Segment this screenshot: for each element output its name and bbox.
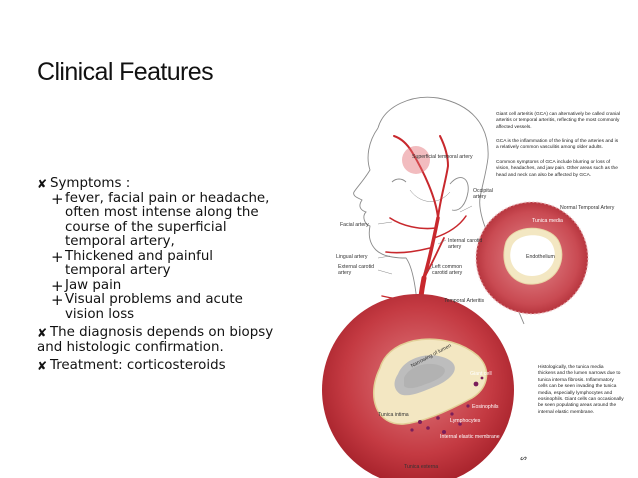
arteritis-section [322, 294, 514, 478]
paragraph-gca-symptoms: Common symptoms of GCA include blurring … [496, 160, 636, 179]
slide-title: Clinical Features [37, 58, 214, 86]
sub-bullet-line: Visual problems and acute [65, 292, 243, 307]
label-line: artery [473, 194, 487, 200]
paragraph-histology: Histologically, the tunica media thicken… [538, 365, 638, 416]
plus-marker-icon: + [51, 276, 64, 295]
paragraph-line: thickens and the lumen narrows due to [538, 371, 621, 377]
paragraph-line: Histologically, the tunica media [538, 365, 604, 370]
sub-bullet-fever: + fever, facial pain or headache, often … [37, 189, 307, 250]
label-tunica-media: Tunica media [532, 218, 563, 224]
label-occipital-artery: Occipital artery [473, 188, 493, 200]
paragraph-line: eosinophils. Giant cells can occasionall… [538, 397, 624, 403]
bullet-text: Symptoms : [50, 176, 131, 191]
paragraph-line: a relatively common vasculitis among old… [496, 145, 603, 151]
sub-bullet-line: often most intense along the [65, 205, 259, 220]
sub-bullet-line: temporal artery, [65, 234, 175, 249]
label-line: artery [448, 244, 462, 250]
paragraph-line: head and neck can also be affected by GC… [496, 172, 592, 178]
sub-bullet-line: temporal artery [65, 263, 171, 278]
label-internal-carotid: Internal carotid artery [448, 238, 482, 250]
sub-bullet-line: fever, facial pain or headache, [65, 190, 270, 206]
sub-bullet-thickened: + Thickened and painful temporal artery [37, 247, 307, 279]
label-left-common-carotid: Left common carotid artery [432, 264, 462, 276]
artist-signature: ᔕ [520, 455, 527, 462]
paragraph-line: affected vessels. [496, 124, 532, 130]
cross-marker-icon: ✘ [37, 359, 48, 373]
label-line: Occipital [473, 188, 493, 194]
label-internal-elastic-membrane: Internal elastic membrane [440, 434, 500, 440]
label-eosinophils: Eosinophils [472, 404, 499, 410]
label-lymphocytes: Lymphocytes [450, 418, 481, 424]
label-superficial-temporal-artery: Superficial temporal artery [412, 154, 473, 160]
bullet-symptoms: ✘ Symptoms : [37, 176, 307, 192]
sub-bullet-line: Jaw pain [65, 277, 122, 293]
paragraph-line: tunica interna fibrosis. Inflammatory [538, 377, 614, 383]
paragraph-line: media, especially lymphocytes and [538, 390, 613, 396]
label-lingual-artery: Lingual artery [336, 254, 368, 260]
label-temporal-arteritis: Temporal Arteritis [444, 298, 485, 304]
bullet-treatment: ✘ Treatment: corticosteroids [37, 358, 307, 374]
label-line: artery [338, 270, 352, 276]
bullet-text: Treatment: corticosteroids [50, 358, 226, 373]
bullet-continuation: and histologic confirmation. [37, 339, 224, 355]
paragraph-line: cells can be seen invading the tunica [538, 384, 617, 390]
label-line: carotid artery [432, 270, 463, 276]
sub-bullet-line: Thickened and painful [65, 248, 214, 264]
cross-marker-icon: ✘ [37, 177, 48, 191]
label-external-carotid: External carotid artery [338, 264, 374, 276]
label-tunica-externa: Tunica externa [404, 464, 439, 470]
normal-artery-section [475, 201, 589, 315]
inflammatory-cells [410, 376, 484, 434]
paragraph-line: Giant cell arteritis (GCA) can alternati… [496, 112, 620, 117]
label-line: Left common [432, 264, 462, 270]
label-facial-artery: Facial artery [340, 222, 369, 228]
sub-bullet-line: course of the superficial [65, 219, 227, 235]
label-line: External carotid [338, 264, 375, 270]
label-normal-temporal-artery: Normal Temporal Artery [560, 205, 615, 211]
bullet-diagnosis: ✘ The diagnosis depends on biopsy [37, 325, 307, 341]
paragraph-line: internal elastic membrane. [538, 409, 595, 415]
label-giant-cell: Giant cell [470, 371, 492, 377]
paragraph-gca-names: Giant cell arteritis (GCA) can alternati… [496, 112, 636, 131]
paragraph-line: vision, headaches, and jaw pain. Other a… [496, 166, 618, 172]
label-endothelium: Endothelium [526, 254, 555, 260]
sub-bullet-line: vision loss [65, 306, 135, 322]
paragraph-gca-inflammation: GCA is the inflammation of the lining of… [496, 139, 636, 152]
sub-bullet-jaw-pain: + Jaw pain [37, 276, 307, 295]
cross-marker-icon: ✘ [37, 326, 48, 340]
paragraph-line: GCA is the inflammation of the lining of… [496, 139, 619, 144]
plus-marker-icon: + [51, 247, 64, 266]
plus-marker-icon: + [51, 189, 64, 208]
paragraph-line: Common symptoms of GCA include blurring … [496, 160, 611, 165]
gca-illustration: ᔕ Superficial temporal artery Occipital … [320, 88, 638, 478]
artery-tree [381, 135, 467, 391]
plus-marker-icon: + [51, 291, 64, 309]
label-tunica-intima: Tunica intima [378, 412, 409, 418]
anatomy-drawing: ᔕ [322, 96, 589, 478]
paragraph-line: be seen populating areas around the [538, 403, 617, 409]
bullet-list: ✘ Symptoms : + fever, facial pain or hea… [37, 176, 307, 374]
bullet-text: The diagnosis depends on biopsy [50, 325, 274, 340]
paragraph-line: arteritis or temporal arteritis, reflect… [496, 118, 620, 124]
label-line: Internal carotid [448, 238, 483, 244]
sub-bullet-visual: + Visual problems and acute vision loss [37, 291, 307, 322]
